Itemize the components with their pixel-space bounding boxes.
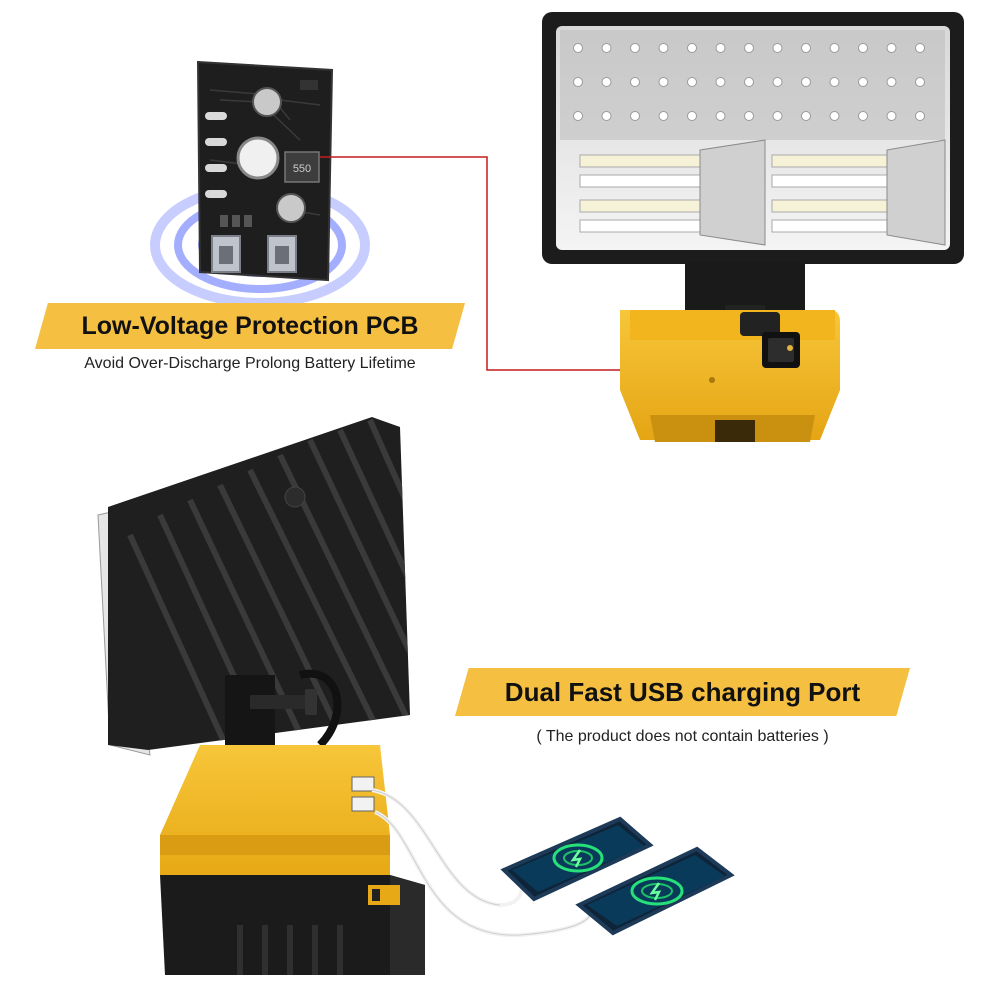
led-worklight-front: [540, 10, 970, 450]
led-strip: [579, 219, 701, 233]
led-dot: [915, 111, 925, 121]
led-dot: [715, 77, 726, 87]
pcb-slot: [205, 112, 227, 120]
pcb-slot: [205, 164, 227, 172]
led-dot: [658, 111, 669, 121]
led-dot: [601, 43, 612, 53]
led-dot: [630, 43, 640, 53]
led-dot: [772, 43, 783, 53]
led-strip: [579, 174, 701, 188]
led-strip: [771, 219, 888, 233]
led-worklight-back: [90, 415, 450, 985]
led-dot: [687, 111, 697, 121]
led-dot: [744, 43, 754, 53]
smartphone-1: [500, 815, 660, 905]
led-dot: [801, 111, 811, 121]
led-light-front-svg: [542, 12, 964, 442]
led-dot: [772, 111, 783, 121]
led-dot: [630, 111, 640, 121]
pcb-slot: [205, 190, 227, 198]
feature-title-usb: Dual Fast USB charging Port: [504, 676, 861, 707]
pcb-mount-hole: [236, 136, 280, 180]
usb-port-icon: [351, 796, 375, 812]
feature-subtitle-usb: ( The product does not contain batteries…: [536, 728, 829, 745]
led-dot: [573, 111, 583, 121]
chip-marking: 550: [293, 163, 311, 175]
mount-bracket: [685, 262, 805, 310]
led-dot: [687, 43, 697, 53]
led-dot: [744, 77, 754, 87]
led-dot: [601, 111, 612, 121]
led-dot: [886, 77, 897, 87]
led-dot: [573, 77, 583, 87]
feature-subtitle-pcb: Avoid Over-Discharge Prolong Battery Lif…: [84, 355, 416, 372]
led-dot: [886, 43, 897, 53]
led-strip: [579, 154, 701, 168]
inductor-chip: [284, 151, 320, 183]
smartphone-1-svg: [500, 816, 654, 902]
pcb-slot: [205, 138, 227, 146]
led-light-back-svg: [97, 417, 425, 975]
led-strip: [771, 174, 888, 188]
usb-port-icon: [351, 776, 375, 792]
led-dot: [801, 77, 811, 87]
pcb-illustration: 550: [150, 40, 410, 320]
led-dot: [829, 43, 840, 53]
led-dot: [658, 43, 669, 53]
pcb-svg: 550: [150, 60, 370, 308]
feature-title-pcb: Low-Voltage Protection PCB: [81, 311, 419, 340]
led-dot: [601, 77, 612, 87]
smartphone-2: [575, 845, 740, 940]
led-strip: [579, 199, 701, 213]
led-dot: [715, 111, 726, 121]
feature-banner-usb: Dual Fast USB charging Port: [455, 668, 910, 716]
led-dot: [915, 77, 925, 87]
led-dot: [858, 43, 868, 53]
led-dot: [715, 43, 726, 53]
led-dot: [886, 111, 897, 121]
led-dot: [858, 77, 868, 87]
led-dot: [829, 77, 840, 87]
usb-port-icon: [267, 235, 297, 273]
led-dot: [658, 77, 669, 87]
led-dot: [744, 111, 754, 121]
led-strip: [771, 154, 888, 168]
led-dot: [858, 111, 868, 121]
led-dot: [829, 111, 840, 121]
led-dot: [630, 77, 640, 87]
led-strip: [771, 199, 888, 213]
power-cable: [299, 669, 342, 748]
smartphone-2-svg: [575, 846, 735, 936]
led-dot: [801, 43, 811, 53]
led-dot: [915, 43, 925, 53]
led-dot: [772, 77, 783, 87]
capacitor-icon: [252, 87, 282, 117]
feature-banner-pcb: Low-Voltage Protection PCB: [35, 303, 465, 349]
led-dot: [573, 43, 583, 53]
light-back-housing: [108, 417, 410, 750]
led-dot: [687, 77, 697, 87]
capacitor-icon: [276, 193, 306, 223]
